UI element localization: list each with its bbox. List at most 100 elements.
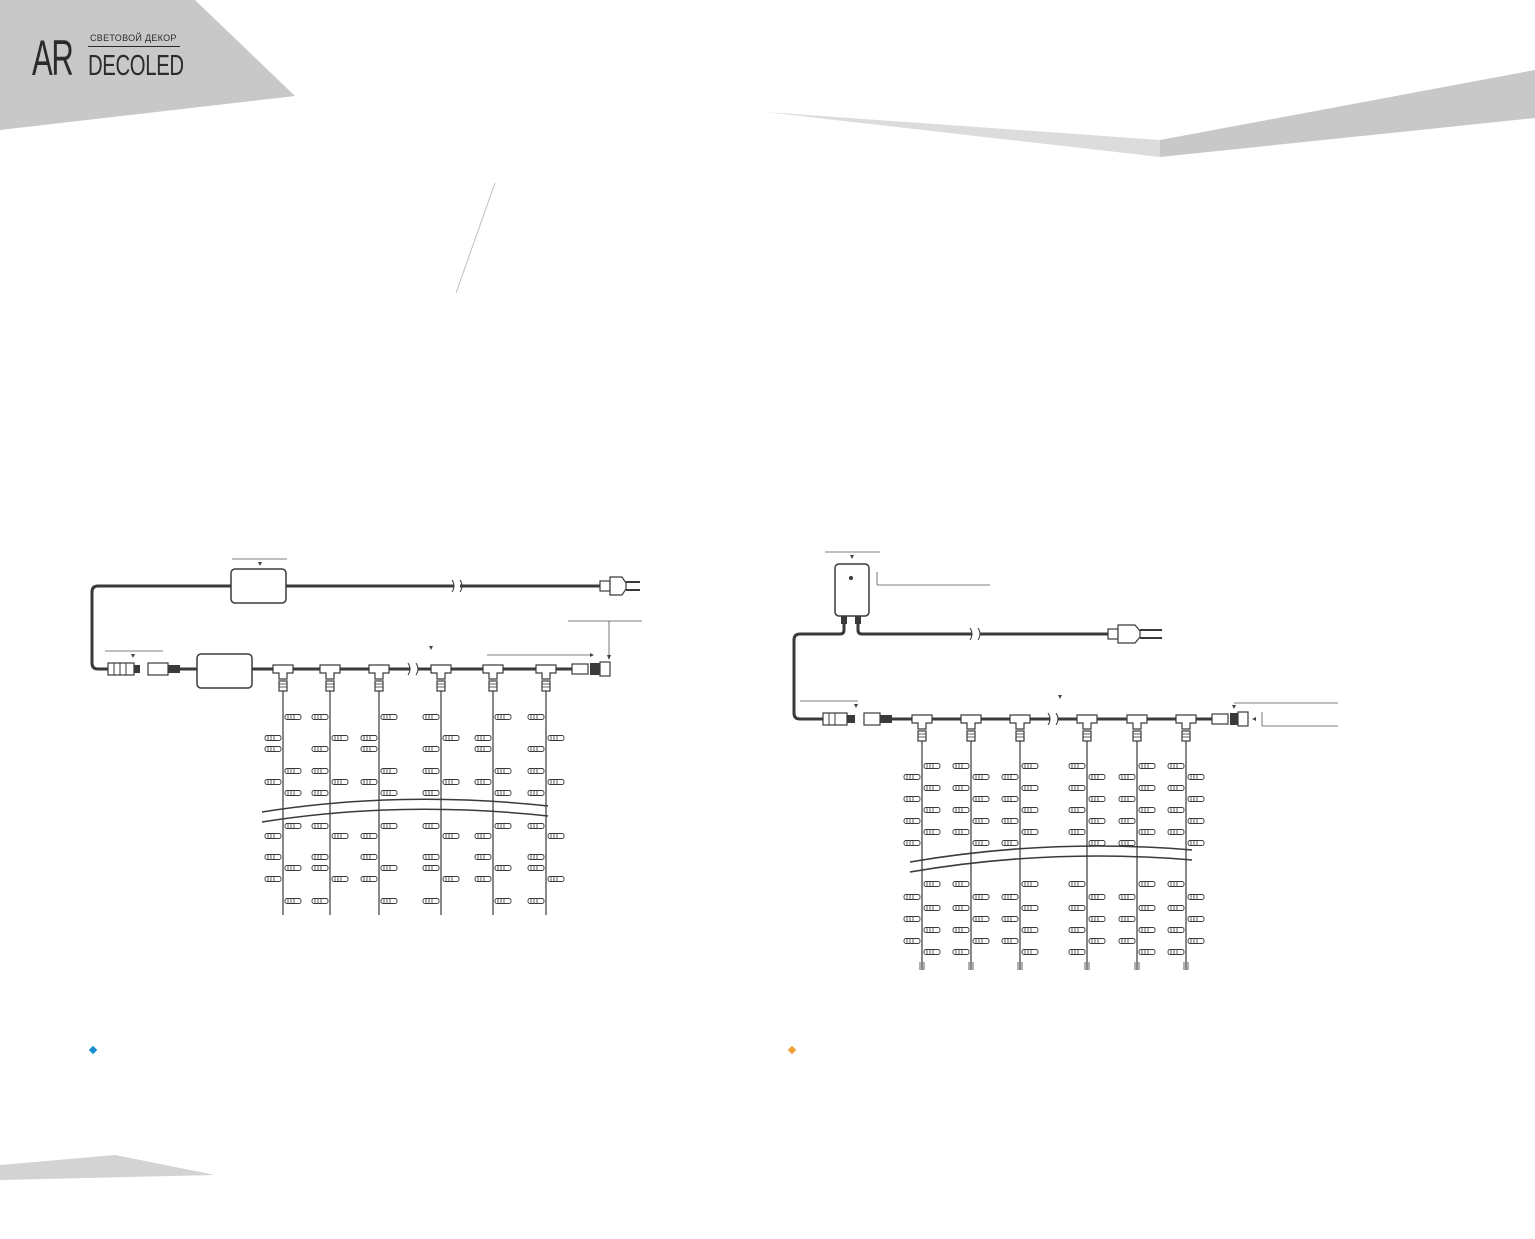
led-bulb-body — [1187, 818, 1205, 824]
led-bulb-body — [1001, 916, 1019, 922]
led-bulb-body — [923, 807, 941, 813]
led-bulb-icon — [284, 768, 302, 774]
top-left-banner — [0, 0, 295, 130]
led-bulb-icon — [331, 833, 349, 839]
led-bulb-body — [1138, 927, 1156, 933]
led-bulb-icon — [952, 763, 970, 769]
led-bulb-body — [527, 865, 545, 871]
led-strand — [264, 691, 302, 915]
power-cord — [856, 624, 1108, 636]
arrow-marker — [1058, 695, 1062, 699]
led-bulb-icon — [1187, 916, 1205, 922]
led-bulb-icon — [422, 768, 440, 774]
led-bulb-body — [1118, 818, 1136, 824]
led-bulb-body — [1187, 938, 1205, 944]
led-bulb-icon — [1118, 840, 1136, 846]
connector-icon — [863, 712, 892, 726]
led-bulb-icon — [380, 898, 398, 904]
t-splitter-body — [1126, 714, 1148, 730]
led-bulb-icon — [527, 790, 545, 796]
led-bulb-body — [474, 854, 492, 860]
length-break-wave — [261, 798, 549, 813]
led-bulb-icon — [952, 949, 970, 955]
led-bulb-body — [1138, 829, 1156, 835]
led-bulb-icon — [360, 746, 378, 752]
led-bulb-icon — [442, 735, 460, 741]
logo-divider — [88, 46, 180, 47]
led-bulb-icon — [527, 865, 545, 871]
led-bulb-icon — [527, 746, 545, 752]
t-splitter-gland — [1082, 730, 1092, 742]
led-bulb-body — [360, 746, 378, 752]
decorative-diagonal-line — [455, 182, 496, 294]
t-splitter-gland — [278, 680, 288, 692]
t-splitter-gland — [374, 680, 384, 692]
led-strand — [422, 691, 460, 915]
led-bulb-icon — [527, 854, 545, 860]
led-bulb-icon — [311, 790, 329, 796]
led-bulb-body — [422, 768, 440, 774]
led-bulb-icon — [923, 763, 941, 769]
arrow-marker — [429, 646, 433, 650]
led-bulb-body — [284, 790, 302, 796]
t-splitter-body — [319, 664, 341, 680]
cable-break-mark — [451, 579, 463, 593]
led-bulb-body — [311, 898, 329, 904]
led-bulb-icon — [952, 881, 970, 887]
led-strand — [1068, 741, 1106, 970]
led-bulb-icon — [494, 865, 512, 871]
led-bulb-icon — [952, 785, 970, 791]
t-splitter-gland — [1132, 730, 1142, 742]
led-bulb-body — [284, 768, 302, 774]
led-bulb-icon — [264, 833, 282, 839]
led-bulb-body — [284, 898, 302, 904]
led-bulb-icon — [1088, 938, 1106, 944]
led-bulb-body — [972, 894, 990, 900]
arrow-marker — [1252, 717, 1256, 721]
led-bulb-body — [264, 746, 282, 752]
led-bulb-body — [422, 823, 440, 829]
led-bulb-body — [1001, 818, 1019, 824]
led-bulb-icon — [1187, 774, 1205, 780]
led-bulb-body — [952, 949, 970, 955]
led-bulb-body — [360, 854, 378, 860]
led-bulb-icon — [284, 865, 302, 871]
connector-icon — [147, 662, 180, 676]
led-bulb-icon — [1118, 894, 1136, 900]
led-bulb-body — [380, 768, 398, 774]
t-splitter-body — [911, 714, 933, 730]
led-bulb-body — [474, 746, 492, 752]
t-splitter-gland — [325, 680, 335, 692]
led-bulb-body — [494, 823, 512, 829]
led-bulb-body — [1001, 840, 1019, 846]
led-bulb-body — [1138, 785, 1156, 791]
led-bulb-body — [1187, 894, 1205, 900]
feed-cable — [90, 584, 231, 671]
led-bulb-body — [923, 927, 941, 933]
led-bulb-body — [380, 865, 398, 871]
length-break-wave — [261, 808, 549, 823]
t-splitter-gland — [488, 680, 498, 692]
cable-break-mark — [407, 662, 419, 676]
led-bulb-icon — [474, 876, 492, 882]
led-bulb-body — [972, 796, 990, 802]
t-splitter-body — [535, 664, 557, 680]
led-bulb-body — [1088, 796, 1106, 802]
led-bulb-icon — [1138, 905, 1156, 911]
led-bulb-body — [1138, 807, 1156, 813]
led-bulb-body — [311, 854, 329, 860]
led-bulb-icon — [972, 774, 990, 780]
led-bulb-body — [1167, 829, 1185, 835]
cable-gland — [855, 616, 861, 624]
led-bulb-body — [1021, 905, 1039, 911]
led-bulb-icon — [284, 823, 302, 829]
t-splitter-gland — [1181, 730, 1191, 742]
t-splitter-gland — [966, 730, 976, 742]
led-bulb-icon — [474, 735, 492, 741]
led-bulb-icon — [1088, 840, 1106, 846]
led-bulb-icon — [1068, 829, 1086, 835]
led-bulb-body — [442, 833, 460, 839]
led-bulb-icon — [1118, 796, 1136, 802]
power-plug-icon — [599, 576, 640, 596]
